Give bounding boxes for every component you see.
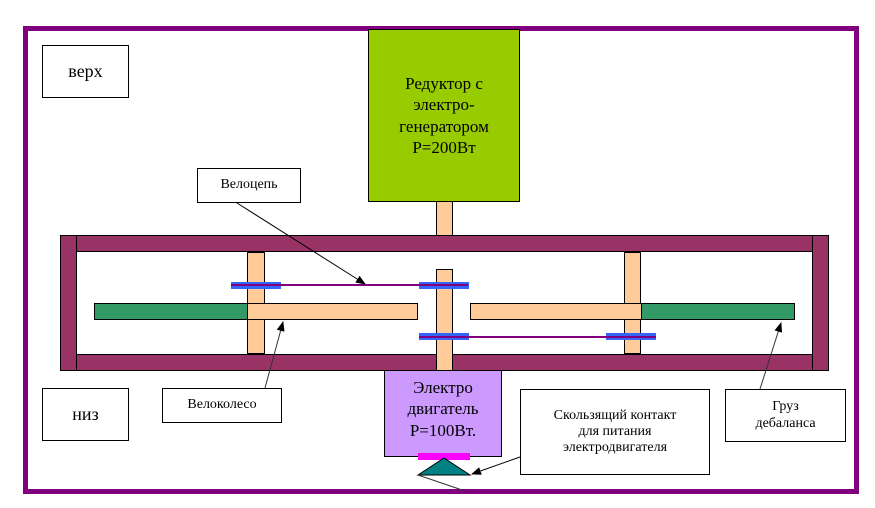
motor-block: Электро двигатель P=100Вт. [384, 370, 502, 457]
frame-right-post [812, 235, 829, 371]
contact-brush-line [417, 474, 466, 492]
right-balance-weight [641, 303, 795, 320]
upper-chain-overlay [231, 284, 468, 286]
label-top: верх [42, 45, 129, 98]
wheel-arrow [264, 321, 285, 389]
contact-strip [418, 453, 470, 460]
label-sliding-contact: Скользящий контакт для питания электродв… [520, 389, 710, 475]
contact-arrow [471, 456, 521, 475]
left-wheel [247, 303, 418, 320]
frame-left-post [60, 235, 77, 371]
label-wheel: Велоколесо [162, 388, 282, 423]
weight-arrow [759, 322, 783, 390]
chain-arrow [236, 202, 366, 285]
contact-triangle [416, 457, 472, 476]
label-chain: Велоцепь [197, 168, 301, 203]
lower-chain-overlay [419, 336, 656, 338]
label-bottom: низ [42, 388, 129, 441]
diagram-border [23, 26, 859, 494]
generator-block: Редуктор с электро- генератором P=200Вт [368, 29, 520, 202]
label-balance-weight: Груз дебаланса [725, 389, 846, 442]
